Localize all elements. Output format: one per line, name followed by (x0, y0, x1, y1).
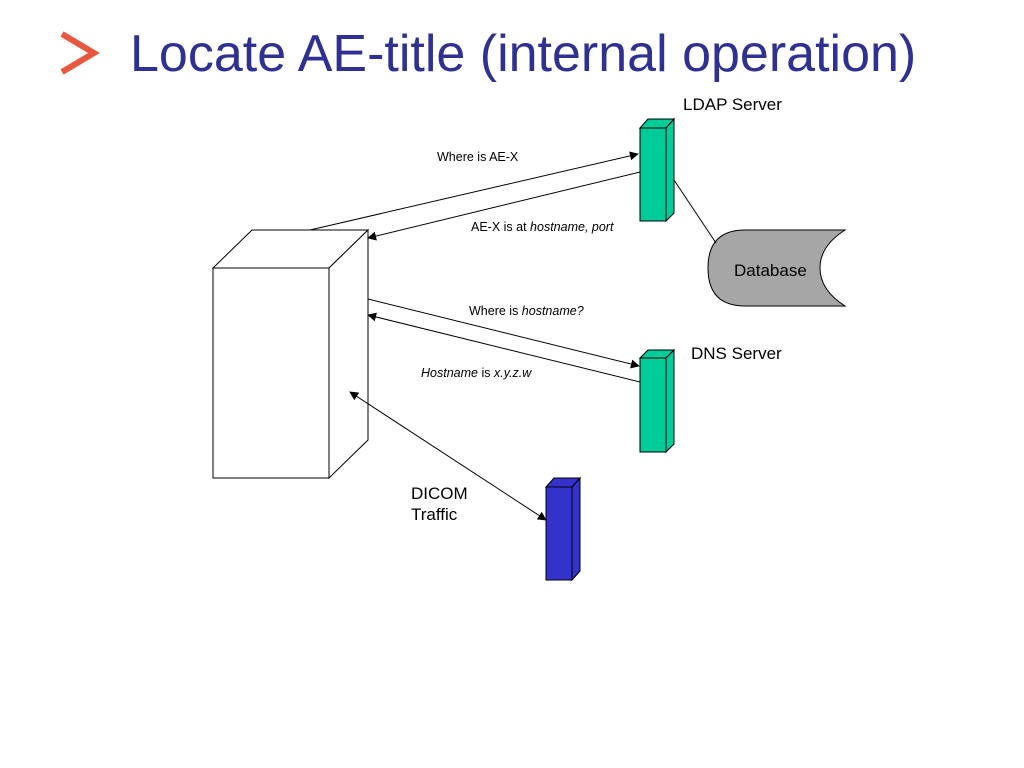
arrow-ae-is-at (367, 171, 641, 241)
arrow-where-is-ae (309, 151, 639, 231)
arrow-dicom-traffic (349, 391, 547, 521)
ldap-server-label: LDAP Server (683, 95, 782, 114)
ldap-database-connector (673, 179, 717, 244)
client-computer (211, 228, 370, 480)
ldap-server (638, 117, 676, 223)
database-label: Database (734, 261, 807, 280)
message-where-is-ae: Where is AE-X (437, 150, 519, 164)
arrow-hostname-is (367, 312, 641, 383)
message-hostname-is: Hostname is x.y.z.w (421, 366, 532, 380)
arrow-where-is-hostname (367, 298, 640, 369)
message-where-is-hostname: Where is hostname? (469, 304, 584, 318)
database-cylinder (707, 229, 847, 307)
dns-server-label: DNS Server (691, 344, 782, 363)
chevron-right-icon (60, 31, 100, 75)
slide-title: Locate AE-title (internal operation) (130, 25, 917, 83)
dicom-label-line1: DICOM (411, 484, 468, 503)
dicom-label-line2: Traffic (411, 505, 458, 524)
message-ae-is-at: AE-X is at hostname, port (471, 220, 614, 234)
dns-server (638, 348, 676, 454)
dicom-device (544, 476, 582, 582)
